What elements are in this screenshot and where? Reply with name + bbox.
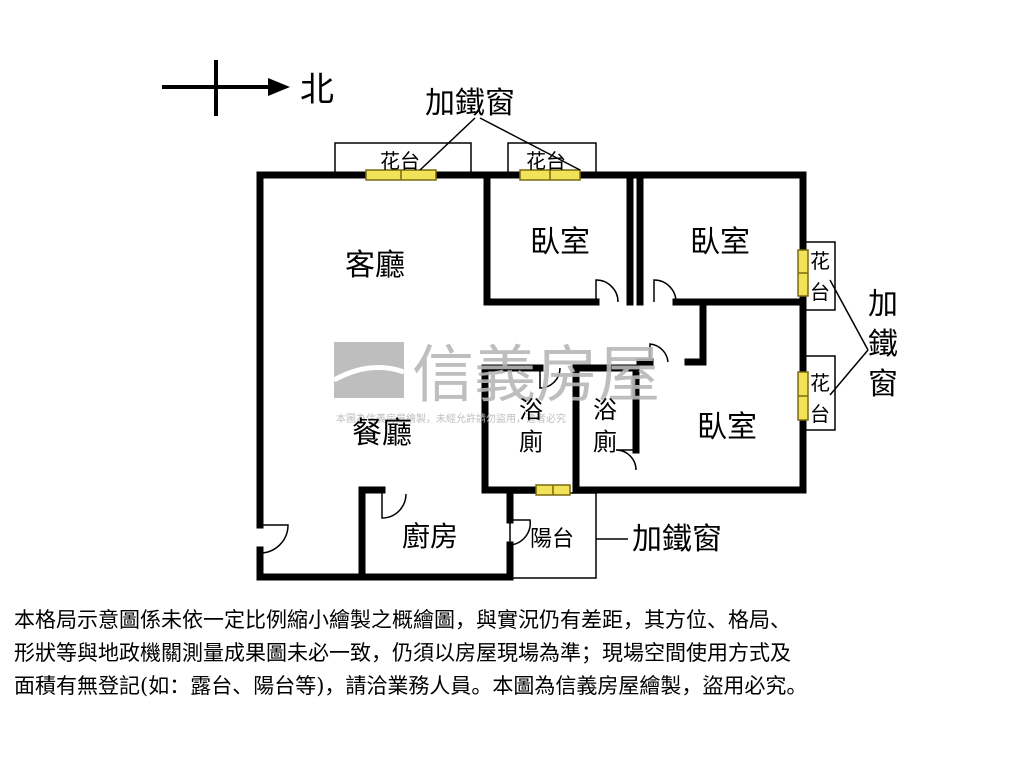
room-bedroom-3: 臥室: [697, 410, 757, 445]
planter-label-right-lower-b: 台: [810, 402, 830, 426]
disclaimer: 本格局示意圖係未依一定比例縮小繪製之概繪圖，與實況仍有差距，其方位、格局、 形狀…: [14, 604, 1014, 703]
walls: [256, 171, 807, 581]
watermark-small: 本圖為信義房屋繪製，未經允許請勿盜用，違者必究: [336, 412, 566, 425]
room-bath-2-a: 浴: [593, 396, 617, 424]
planter-label-right-upper-a: 花: [810, 249, 830, 273]
planter-label-right-upper-b: 台: [810, 280, 830, 304]
room-living: 客廳: [345, 248, 405, 283]
door-kitchen: [381, 490, 407, 519]
door-bedroom-3: [649, 343, 669, 363]
room-bedroom-2: 臥室: [690, 225, 750, 260]
callout-right-2: 鐵: [868, 327, 898, 362]
watermark: 信義房屋 本圖為信義房屋繪製，未經允許請勿盜用，違者必究: [332, 338, 660, 425]
door-bedroom-1: [595, 279, 619, 303]
disclaimer-line-1: 本格局示意圖係未依一定比例縮小繪製之概繪圖，與實況仍有差距，其方位、格局、: [14, 608, 791, 632]
room-bath-2-b: 廁: [593, 428, 617, 456]
callout-right-1: 加: [868, 287, 898, 322]
callout-right-3: 窗: [868, 367, 898, 402]
disclaimer-line-2: 形狀等與地政機關測量成果圖未必一致，仍須以房屋現場為準；現場空間使用方式及: [14, 641, 791, 665]
room-bath-1-b: 廁: [519, 428, 543, 456]
callout-lines: [419, 117, 869, 540]
planter-label-top-right: 花台: [526, 149, 566, 173]
planter-label-right-lower-a: 花: [810, 371, 830, 395]
disclaimer-line-3: 面積有無登記(如：露台、陽台等)，請洽業務人員。本圖為信義房屋繪製，盜用必究。: [14, 674, 808, 698]
door-bedroom-2: [653, 279, 677, 303]
door-entrance: [259, 524, 289, 554]
callout-labels: 加鐵窗 加 鐵 窗 加鐵窗: [425, 86, 898, 557]
door-bath-2: [615, 449, 637, 471]
floor-plan: 北: [162, 60, 898, 581]
door-bath-1: [539, 367, 561, 389]
windows: [365, 169, 809, 496]
planter-labels: 花台 花台 花 台 花 台: [380, 149, 830, 426]
planter-label-top-left: 花台: [380, 149, 420, 173]
room-kitchen: 廚房: [402, 520, 458, 553]
room-dining: 餐廳: [352, 416, 412, 451]
compass: 北: [162, 60, 334, 116]
doors: [259, 279, 677, 554]
watermark-brand: 信義房屋: [412, 338, 660, 411]
door-balcony: [509, 519, 531, 546]
room-labels: 客廳 餐廳 臥室 臥室 臥室 廚房 陽台 浴 廁 浴 廁: [345, 225, 757, 553]
callout-top: 加鐵窗: [425, 86, 515, 121]
room-balcony: 陽台: [530, 527, 574, 552]
north-arrow-icon: [268, 78, 290, 96]
room-bedroom-1: 臥室: [530, 225, 590, 260]
room-bath-1-a: 浴: [519, 396, 543, 424]
callout-balcony: 加鐵窗: [632, 522, 722, 557]
north-label: 北: [300, 70, 334, 110]
